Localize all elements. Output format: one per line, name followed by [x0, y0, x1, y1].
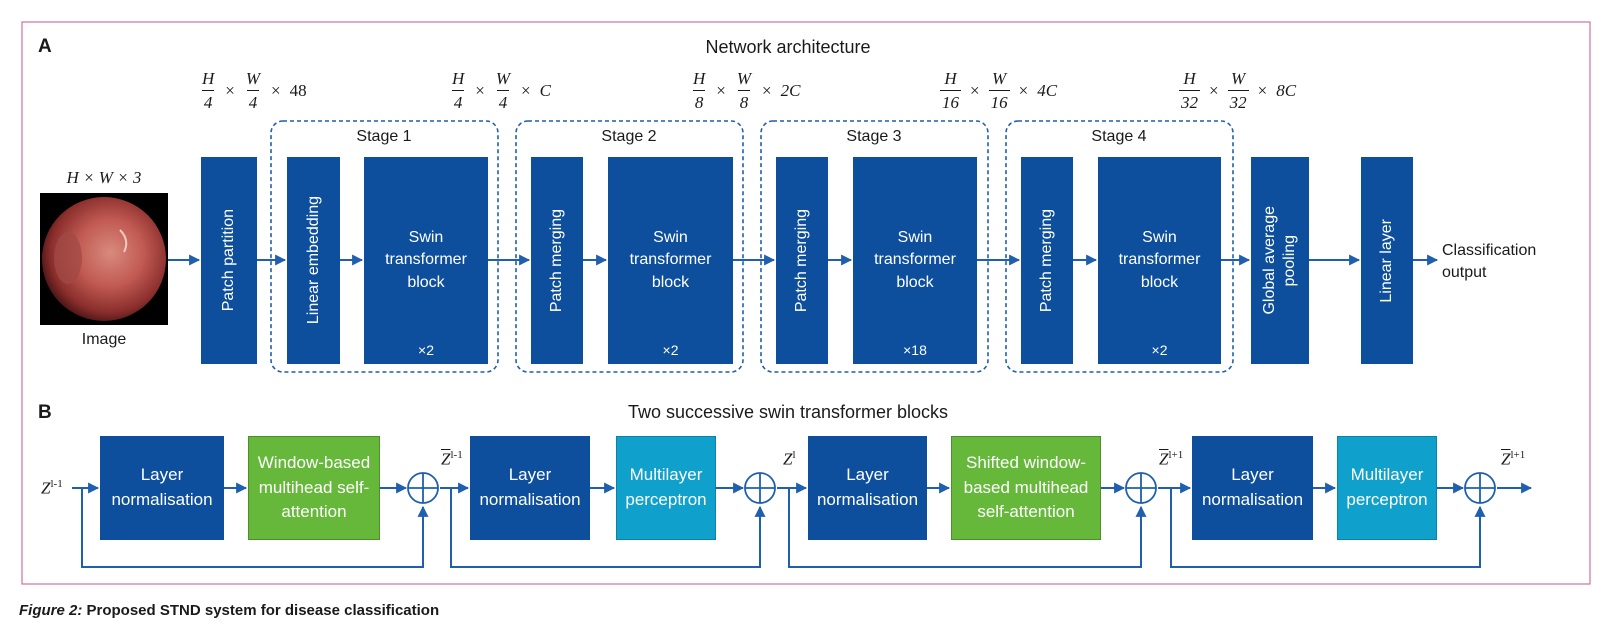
- repeat-stage-4: ×2: [1151, 342, 1168, 358]
- panel-a-letter: A: [38, 36, 52, 57]
- stage-3-frame: [760, 120, 989, 373]
- stage-2-label: Stage 2: [601, 128, 657, 145]
- endoscopy-image: [42, 197, 166, 321]
- add-node-1: [407, 472, 439, 504]
- stage-4-frame: [1005, 120, 1234, 373]
- skip-4: [1170, 488, 1486, 568]
- panel-a-title: Network architecture: [705, 37, 871, 57]
- figure-frame: [21, 21, 1591, 585]
- patch-partition-label: Patch partition: [220, 209, 237, 312]
- stage-1-label: Stage 1: [356, 128, 412, 145]
- stage-4-label: Stage 4: [1091, 128, 1147, 145]
- var-label-1: Zl-1: [441, 449, 463, 469]
- stage-1-frame: [270, 120, 499, 373]
- skip-1: [81, 488, 429, 568]
- repeat-stage-2: ×2: [662, 342, 679, 358]
- endoscopy-highlight: [119, 229, 128, 253]
- skip-3: [788, 488, 1147, 568]
- skip-2: [450, 488, 766, 568]
- patch-merging-block-stage-4: Patch merging: [1021, 157, 1073, 364]
- var-label-4: Zl+1: [1501, 449, 1526, 469]
- add-node-3: [1125, 472, 1157, 504]
- add-node-2: [744, 472, 776, 504]
- stage-2-frame: [515, 120, 744, 373]
- patch-merging-block-stage-2: Patch merging: [531, 157, 583, 364]
- var-label-2: Zl: [783, 449, 796, 469]
- linear-embedding-label: Linear embedding: [304, 196, 322, 325]
- repeat-stage-3: ×18: [903, 342, 927, 358]
- add-nodes: [407, 472, 1496, 504]
- linear-embedding-block: Linear embedding: [287, 157, 340, 364]
- image-label: Image: [81, 331, 127, 348]
- add-node-4: [1464, 472, 1496, 504]
- var-label-3: Zl+1: [1159, 449, 1184, 469]
- input-var-label: Zl-1: [41, 478, 63, 498]
- panel-b-title: Two successive swin transformer blocks: [627, 402, 949, 422]
- stage-3-label: Stage 3: [846, 128, 902, 145]
- figure-caption-label: Figure 2:: [19, 602, 83, 619]
- patch-merging-block-stage-3: Patch merging: [776, 157, 828, 364]
- input-dims-label: H × W × 3: [66, 168, 142, 187]
- panel-b-lines: [72, 482, 1533, 568]
- linear-layer-block: Linear layer: [1361, 157, 1413, 364]
- panel-b-letter: B: [38, 402, 52, 423]
- endoscopy-fold: [54, 232, 82, 284]
- patch-partition-block: Patch partition: [201, 157, 257, 364]
- figure-caption: Figure 2: Proposed STND system for disea…: [19, 602, 439, 619]
- repeat-stage-1: ×2: [418, 342, 434, 358]
- figure-caption-text: Proposed STND system for disease classif…: [82, 602, 440, 619]
